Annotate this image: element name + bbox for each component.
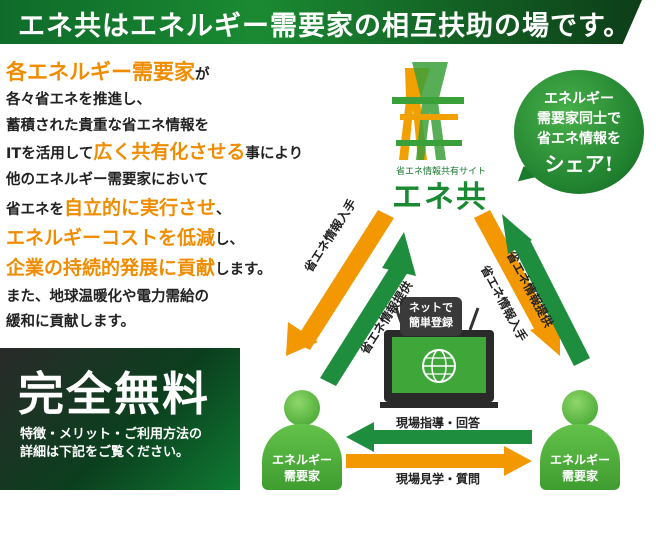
desc-text: が (195, 67, 210, 83)
desc-highlight: エネルギーコストを低減 (6, 227, 216, 249)
node-right-label: エネルギー 需要家 (540, 452, 620, 484)
node-label-line: エネルギー (271, 453, 332, 467)
node-label-line: 需要家 (283, 469, 320, 483)
label-bottom-bottom: 現場見学・質問 (396, 472, 481, 486)
net-badge-line: ネットで (409, 301, 453, 314)
node-left-label: エネルギー 需要家 (262, 452, 342, 484)
person-body-icon (262, 424, 342, 490)
free-panel (0, 348, 240, 490)
desc-highlight: 自立的に実行させ (64, 197, 217, 219)
desc-line-4: ITを活用して広く共有化させる事により (6, 137, 303, 164)
desc-line-10: 緩和に貢献します。 (6, 314, 136, 330)
free-note-line: 詳細は下記をご覧ください。 (20, 445, 190, 460)
desc-text: 省エネを (6, 202, 64, 218)
free-note: 特徴・メリット・ご利用方法の 詳細は下記をご覧ください。 (20, 426, 230, 462)
node-label-line: エネルギー (549, 453, 610, 467)
bubble-line: 省エネ情報を (537, 131, 621, 147)
person-body-icon (540, 424, 620, 490)
desc-line-9: また、地球温暖化や電力需給の (6, 289, 209, 305)
desc-text: ITを活用して (6, 146, 94, 162)
node-label-line: 需要家 (561, 469, 598, 483)
arrow-bottom-bottom (346, 446, 532, 476)
speech-bubble (514, 70, 644, 194)
free-title: 完全無料 (18, 367, 210, 421)
desc-highlight: 企業の持続的発展に貢献 (6, 257, 216, 279)
desc-line-1: 各エネルギー需要家が (6, 56, 210, 86)
site-name: エネ共 (392, 180, 488, 215)
arrow-left-inner (320, 232, 416, 386)
desc-line-5: 他のエネルギー需要家において (6, 172, 209, 188)
site-subtitle: 省エネ情報共有サイト (395, 167, 486, 177)
desc-line-6: 省エネを自立的に実行させ、 (6, 193, 231, 220)
desc-text: 、 (216, 202, 231, 218)
desc-line-3: 蓄積された貴重な省エネ情報を (6, 118, 209, 134)
net-badge-line: 簡単登録 (409, 316, 453, 329)
label-bottom-top: 現場指導・回答 (396, 416, 481, 430)
desc-line-7: エネルギーコストを低減し、 (6, 223, 244, 250)
free-note-line: 特徴・メリット・ご利用方法の (20, 427, 203, 442)
desc-text: します。 (215, 262, 272, 278)
arrow-bottom-top (346, 422, 532, 452)
tower-logo-icon (392, 62, 464, 160)
person-head-icon (562, 390, 598, 426)
desc-text: 事により (245, 146, 304, 162)
bubble-line: 需要家同士で (537, 111, 621, 127)
arrow-right-outer (502, 214, 590, 366)
arrow-right-inner (474, 210, 560, 356)
desc-highlight: 各エネルギー需要家 (6, 60, 195, 84)
desc-line-2: 各々省エネを推進し、 (6, 92, 151, 108)
header-banner (0, 0, 642, 44)
banner-title: エネ共はエネルギー需要家の相互扶助の場です。 (18, 11, 632, 42)
bubble-line: シェア! (544, 152, 614, 176)
desc-line-8: 企業の持続的発展に貢献します。 (6, 253, 272, 280)
person-head-icon (284, 390, 320, 426)
arrow-left-outer (286, 210, 394, 356)
desc-text: し、 (215, 232, 245, 248)
desc-highlight: 広く共有化させる (93, 141, 246, 163)
bubble-line: エネルギー (544, 91, 614, 107)
net-register-badge: ネットで 簡単登録 (400, 297, 462, 336)
